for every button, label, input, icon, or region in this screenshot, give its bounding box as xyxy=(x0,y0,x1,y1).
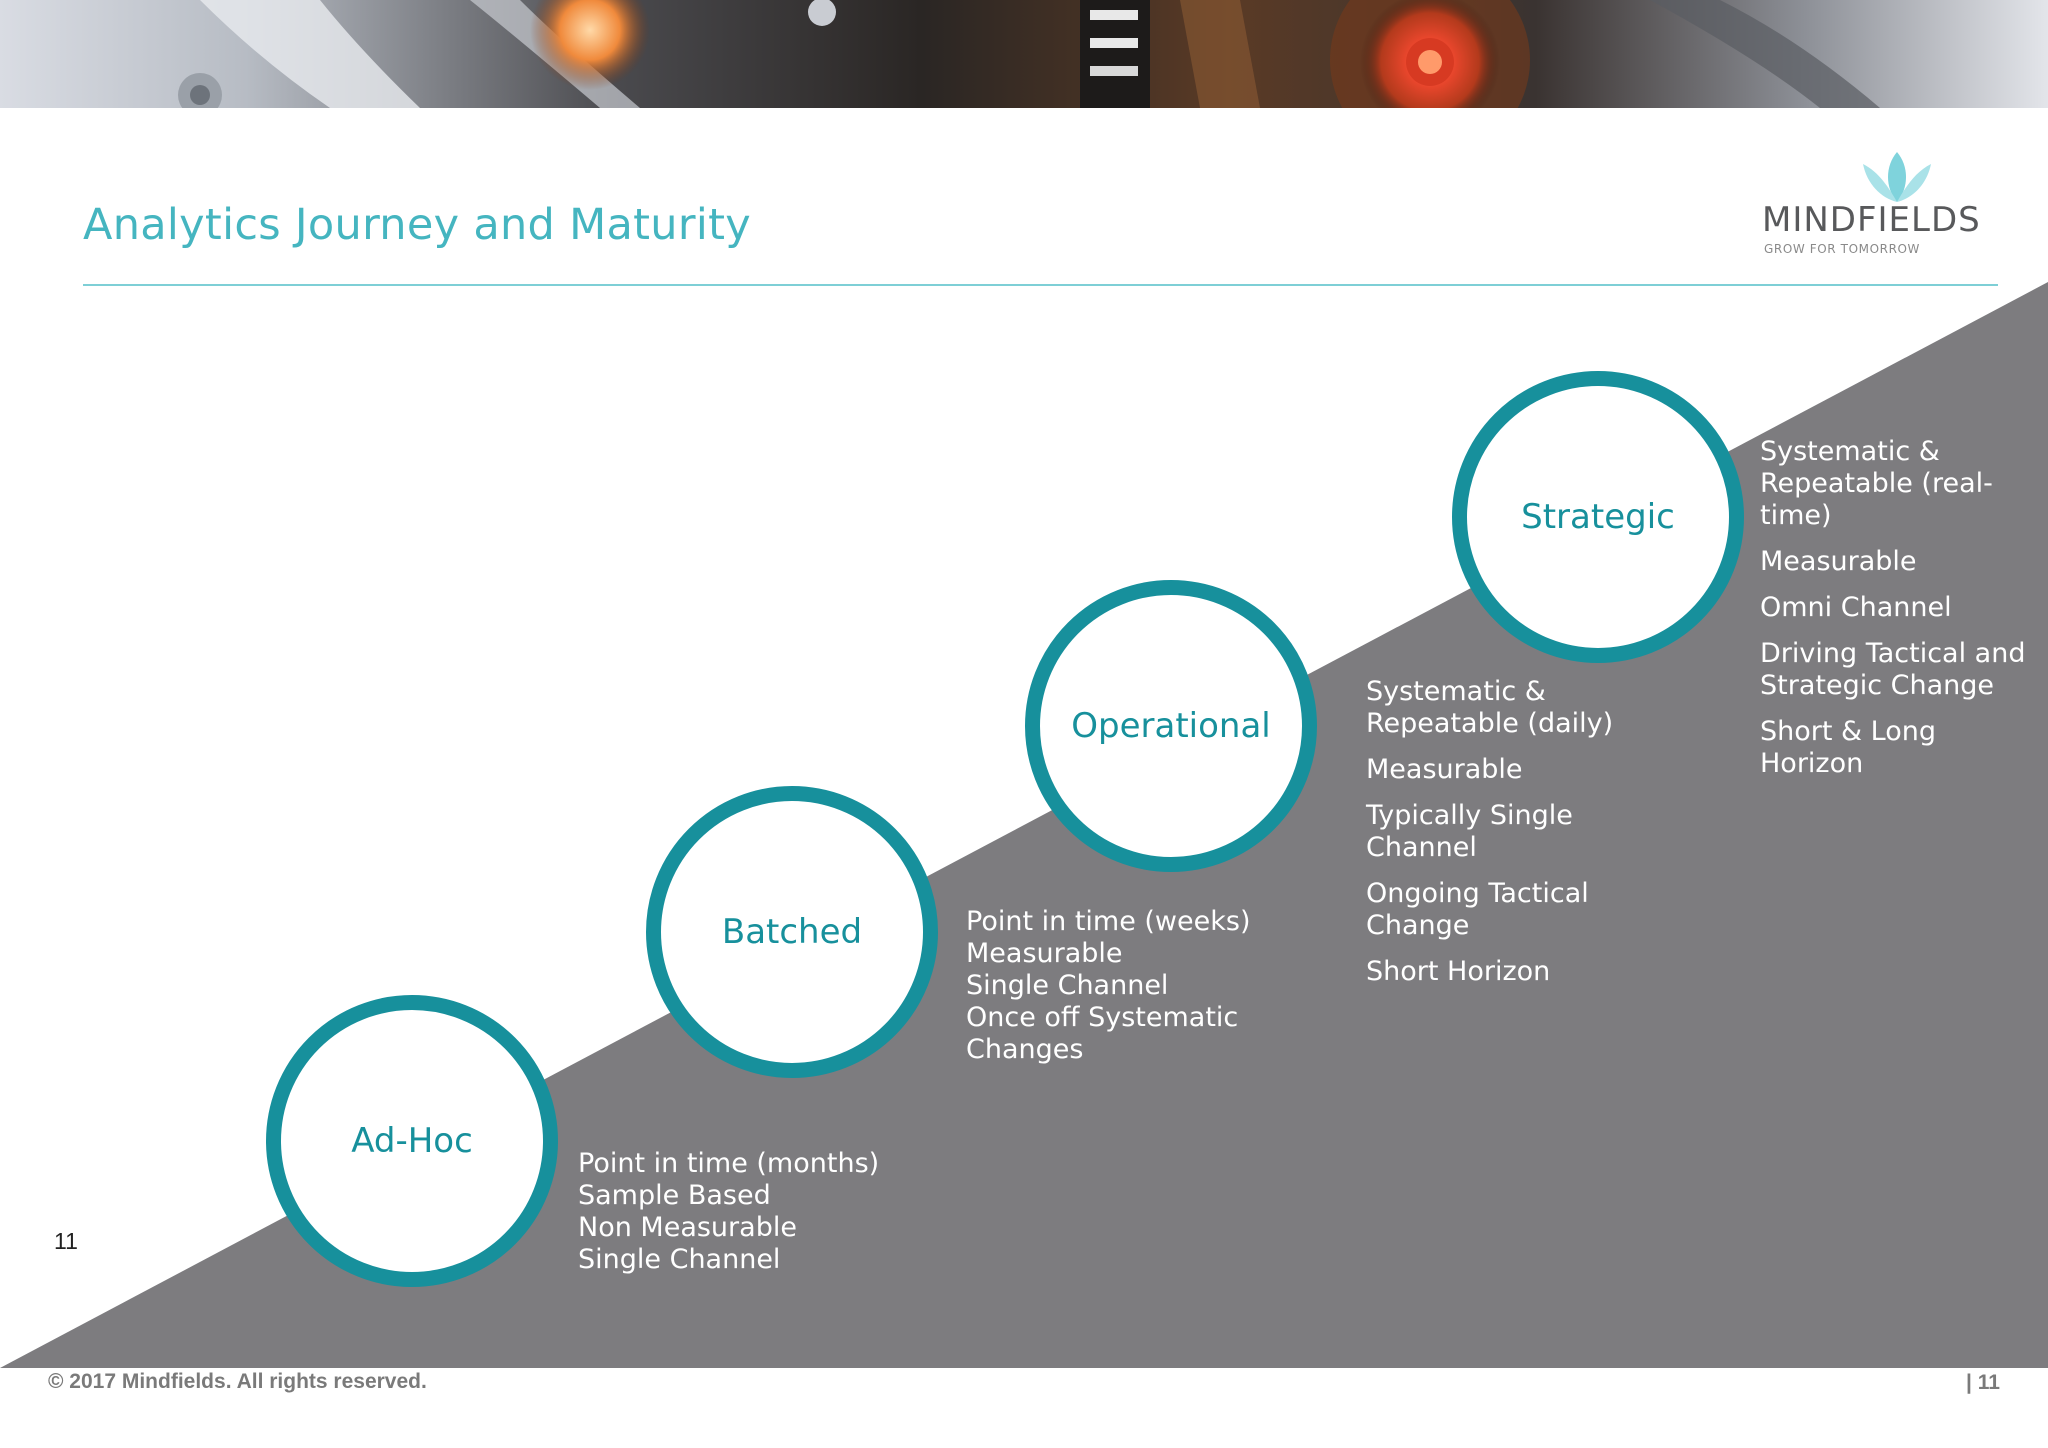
stage-circle-ad-hoc: Ad-Hoc xyxy=(266,995,558,1287)
stage-description-ad-hoc: Point in time (months) Sample Based Non … xyxy=(578,1148,938,1276)
description-item: Driving Tactical and Strategic Change xyxy=(1760,638,2026,701)
description-item: Short Horizon xyxy=(1366,956,1551,987)
description-item: Measurable xyxy=(1760,546,1917,577)
stage-label-operational: Operational xyxy=(1071,706,1271,746)
stage-circle-operational: Operational xyxy=(1025,580,1317,872)
description-item: Typically Single Channel xyxy=(1366,800,1573,863)
description-item: Single Channel xyxy=(966,970,1169,1001)
lotus-icon xyxy=(1863,152,1931,202)
footer-copyright: © 2017 Mindfields. All rights reserved. xyxy=(48,1370,427,1393)
description-item: Omni Channel xyxy=(1760,592,1952,623)
description-item: Single Channel xyxy=(578,1244,781,1275)
description-item: Measurable xyxy=(966,938,1123,969)
stage-label-ad-hoc: Ad-Hoc xyxy=(351,1121,473,1161)
description-item: Systematic & Repeatable (real-time) xyxy=(1760,436,1993,531)
logo-tagline: GROW FOR TOMORROW xyxy=(1764,242,1921,256)
title-divider xyxy=(83,284,1998,286)
stage-label-strategic: Strategic xyxy=(1521,497,1675,537)
description-item: Once off Systematic Changes xyxy=(966,1002,1239,1065)
description-item: Short & Long Horizon xyxy=(1760,716,1937,779)
stage-description-operational: Systematic & Repeatable (daily) Measurab… xyxy=(1366,676,1656,1002)
page-title: Analytics Journey and Maturity xyxy=(83,200,751,250)
stage-circle-strategic: Strategic xyxy=(1452,371,1744,663)
slide-number: 11 xyxy=(54,1228,78,1254)
description-item: Non Measurable xyxy=(578,1212,797,1243)
header-banner-image xyxy=(0,0,2048,108)
stage-description-batched: Point in time (weeks) Measurable Single … xyxy=(966,906,1286,1066)
stage-description-strategic: Systematic & Repeatable (real-time) Meas… xyxy=(1760,436,2042,794)
mindfields-logo: MINDFIELDS GROW FOR TOMORROW xyxy=(1755,148,2015,260)
description-item: Ongoing Tactical Change xyxy=(1366,878,1589,941)
description-item: Measurable xyxy=(1366,754,1523,785)
description-item: Systematic & Repeatable (daily) xyxy=(1366,676,1614,739)
footer-page-number: | 11 xyxy=(1966,1371,2000,1394)
description-item: Sample Based xyxy=(578,1180,771,1211)
stage-label-batched: Batched xyxy=(721,912,863,952)
description-item: Point in time (weeks) xyxy=(966,906,1251,937)
description-item: Point in time (months) xyxy=(578,1148,880,1179)
logo-wordmark: MINDFIELDS xyxy=(1762,200,1981,240)
stage-circle-batched: Batched xyxy=(646,786,938,1078)
